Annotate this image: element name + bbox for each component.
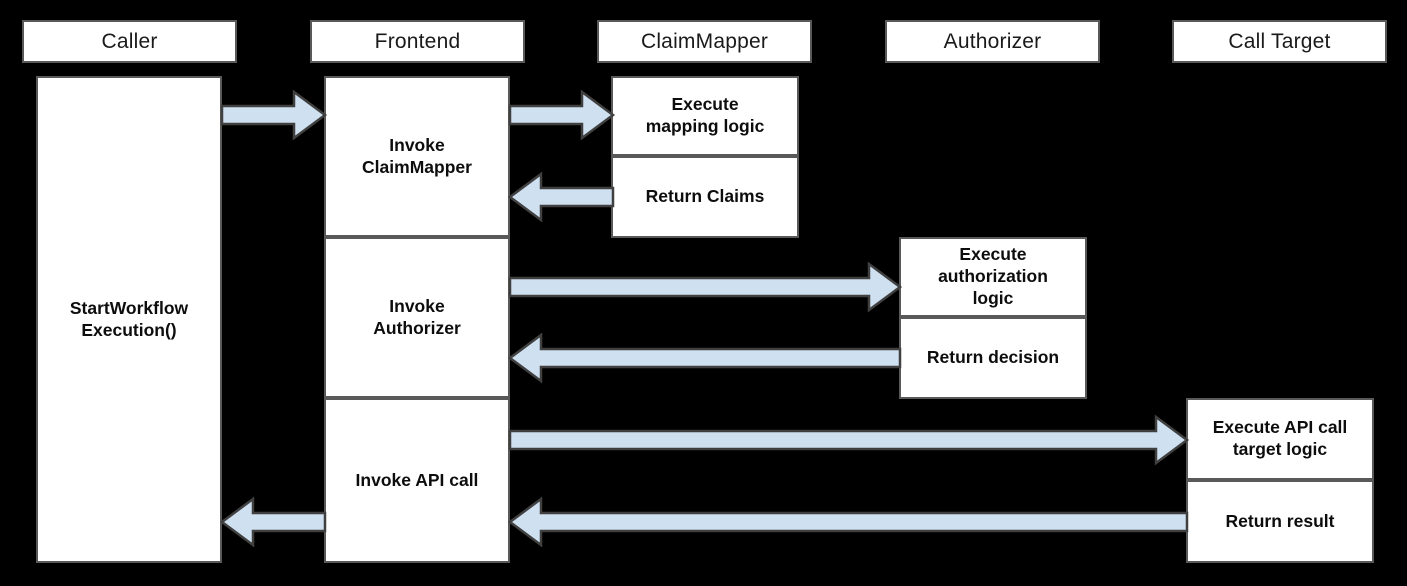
activity-frontend-invoke-authorizer[interactable]: Invoke Authorizer bbox=[324, 237, 510, 398]
activity-frontend-invoke-api-call[interactable]: Invoke API call bbox=[324, 398, 510, 563]
lifeline-header-claimmapper-label: ClaimMapper bbox=[640, 29, 769, 53]
activity-calltarget-return-result[interactable]: Return result bbox=[1186, 480, 1374, 563]
lifeline-header-frontend-label: Frontend bbox=[374, 29, 461, 53]
activity-claimmapper-execute-mapping-logic[interactable]: Execute mapping logic bbox=[611, 76, 799, 156]
activity-authorizer-execute-authorization-logic[interactable]: Execute authorization logic bbox=[899, 237, 1087, 317]
arrow-claimmapper-to-frontend[interactable] bbox=[507, 171, 615, 223]
arrow-caller-to-frontend[interactable] bbox=[220, 89, 328, 141]
lifeline-header-claimmapper[interactable]: ClaimMapper bbox=[597, 20, 812, 63]
activity-authorizer-return-decision-label: Return decision bbox=[926, 347, 1060, 368]
lifeline-header-calltarget-label: Call Target bbox=[1228, 29, 1331, 53]
lifeline-header-caller[interactable]: Caller bbox=[22, 20, 237, 63]
lifeline-header-authorizer[interactable]: Authorizer bbox=[885, 20, 1100, 63]
arrow-frontend-to-caller[interactable] bbox=[219, 496, 327, 548]
activity-frontend-invoke-claimmapper-label: Invoke ClaimMapper bbox=[362, 134, 472, 177]
lifeline-header-calltarget[interactable]: Call Target bbox=[1172, 20, 1387, 63]
activity-frontend-invoke-authorizer-label: Invoke Authorizer bbox=[373, 295, 461, 338]
lifeline-header-authorizer-label: Authorizer bbox=[943, 29, 1042, 53]
activity-calltarget-execute-api-call-target-logic-label: Execute API call target logic bbox=[1212, 417, 1348, 459]
activity-claimmapper-execute-mapping-logic-label: Execute mapping logic bbox=[645, 94, 765, 136]
activity-claimmapper-return-claims[interactable]: Return Claims bbox=[611, 156, 799, 238]
activity-caller-start-workflow-label: StartWorkflow Execution() bbox=[69, 297, 189, 340]
activity-claimmapper-return-claims-label: Return Claims bbox=[645, 186, 765, 207]
activity-frontend-invoke-api-call-label: Invoke API call bbox=[355, 469, 479, 490]
arrow-calltarget-to-frontend[interactable] bbox=[507, 496, 1189, 548]
lifeline-header-caller-label: Caller bbox=[101, 29, 158, 53]
activity-authorizer-execute-authorization-logic-label: Execute authorization logic bbox=[938, 244, 1048, 308]
lifeline-header-frontend[interactable]: Frontend bbox=[310, 20, 525, 63]
activity-calltarget-return-result-label: Return result bbox=[1225, 510, 1335, 531]
arrow-frontend-to-authorizer[interactable] bbox=[508, 261, 903, 313]
arrow-frontend-to-claimmapper[interactable] bbox=[508, 89, 616, 141]
arrow-frontend-to-calltarget[interactable] bbox=[508, 414, 1190, 466]
activity-authorizer-return-decision[interactable]: Return decision bbox=[899, 317, 1087, 399]
activity-calltarget-execute-api-call-target-logic[interactable]: Execute API call target logic bbox=[1186, 398, 1374, 480]
arrow-authorizer-to-frontend[interactable] bbox=[507, 332, 902, 384]
activity-frontend-invoke-claimmapper[interactable]: Invoke ClaimMapper bbox=[324, 76, 510, 237]
activity-caller-start-workflow[interactable]: StartWorkflow Execution() bbox=[36, 76, 222, 563]
